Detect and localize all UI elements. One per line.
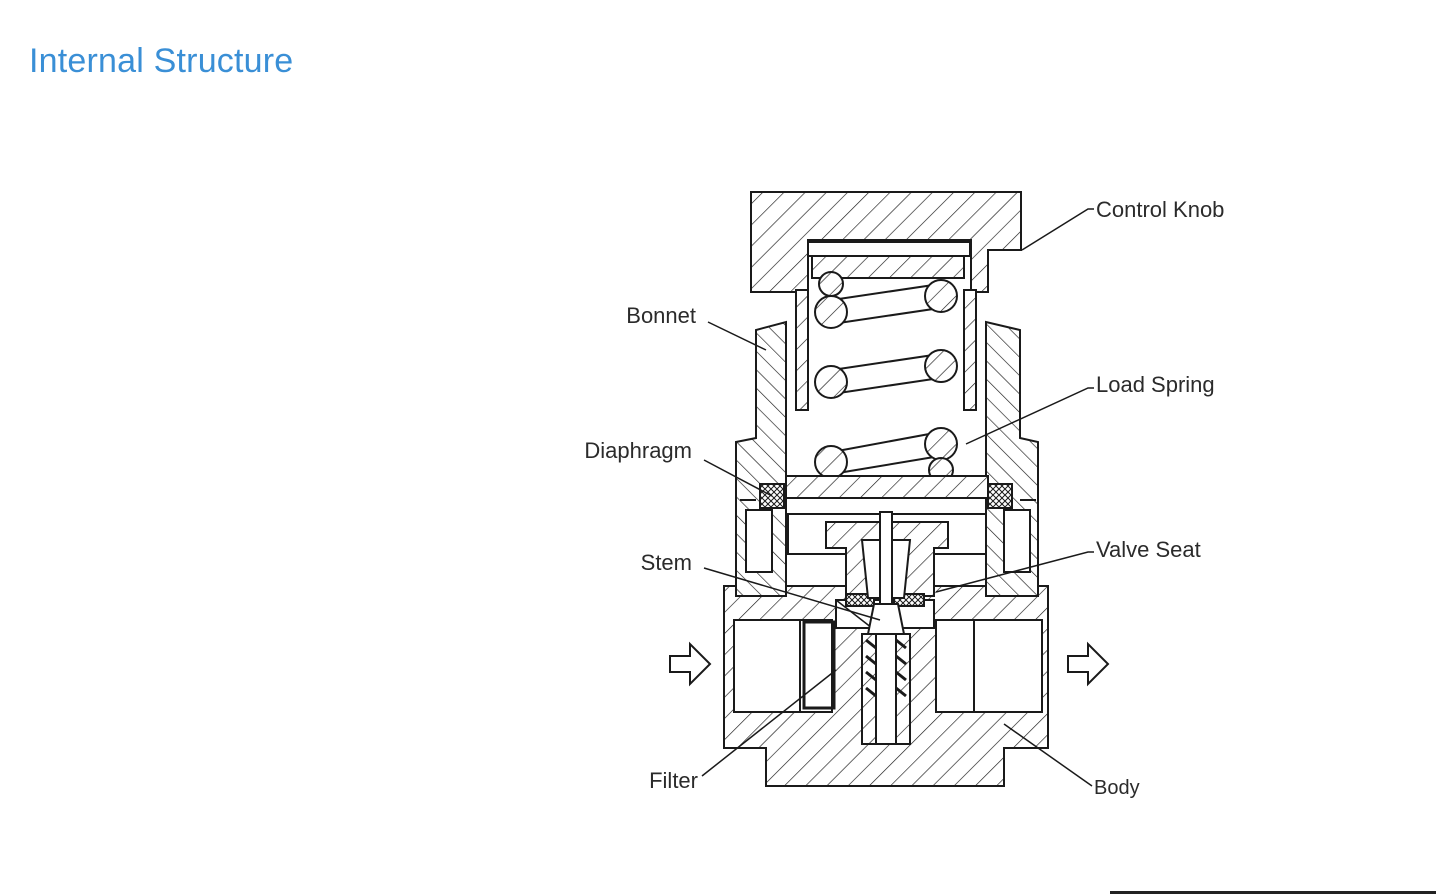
label-valve-seat: Valve Seat [1096,537,1201,562]
label-control-knob: Control Knob [1096,197,1224,222]
leader-load-spring [965,387,1094,445]
regulator-drawing [669,191,1110,787]
label-bonnet: Bonnet [626,303,696,328]
outlet-arrow-right-icon [1067,641,1110,687]
stem-part [861,511,911,745]
label-stem: Stem [641,550,692,575]
label-load-spring: Load Spring [1096,372,1215,397]
leader-filter [701,669,837,777]
bonnet-part [735,320,1039,597]
load-spring-part [814,271,958,483]
page-title: Internal Structure [29,42,294,80]
leader-control-knob [1021,208,1094,251]
bottom-edge-line [1110,891,1436,894]
label-diaphragm: Diaphragm [584,438,692,463]
control-knob-part [750,191,1022,411]
leader-valve-seat [935,551,1094,593]
label-filter: Filter [649,768,698,793]
leader-bonnet [707,321,767,351]
leader-body [1003,723,1093,787]
inlet-arrow-right-icon [669,641,712,687]
leader-lines [701,208,1094,787]
leader-stem [703,567,881,621]
label-body: Body [1094,777,1140,799]
leader-diaphragm [703,459,773,497]
